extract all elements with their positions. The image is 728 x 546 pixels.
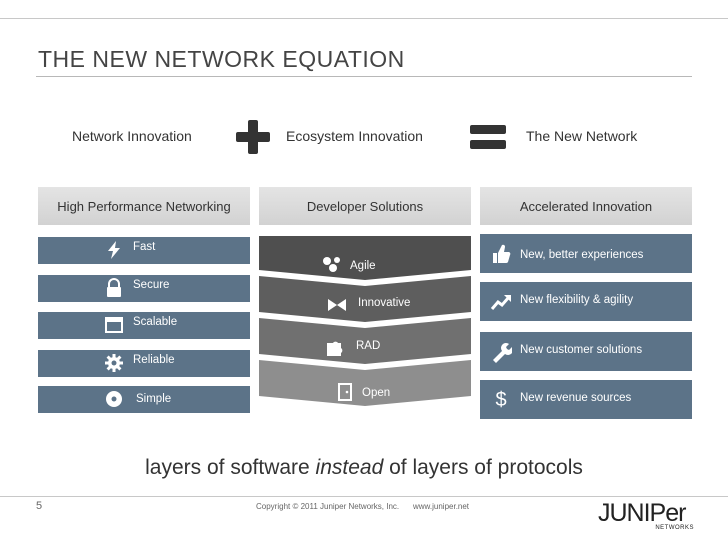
logo-word: JUNIPer xyxy=(598,499,686,527)
right-column-header: Accelerated Innovation xyxy=(480,187,692,225)
equation-right-label: The New Network xyxy=(526,128,638,144)
layer-rad xyxy=(259,318,471,364)
bottom-rule xyxy=(0,496,728,497)
equals-icon xyxy=(470,125,506,151)
bowtie-icon xyxy=(328,299,346,311)
left-item-label: Simple xyxy=(136,393,172,405)
layer-open xyxy=(259,360,471,406)
tagline-emphasis: instead xyxy=(315,456,384,479)
right-item-label: New revenue sources xyxy=(520,392,632,404)
dots-icon xyxy=(323,257,340,272)
right-item-label: New, better experiences xyxy=(520,249,644,261)
trend-up-icon xyxy=(490,295,511,310)
center-column-header: Developer Solutions xyxy=(259,187,471,225)
top-rule xyxy=(0,18,728,19)
left-item-label: Scalable xyxy=(133,316,178,328)
left-item-label: Secure xyxy=(133,279,170,291)
window-icon xyxy=(105,317,123,333)
right-item-revenue: $ New revenue sources xyxy=(480,380,692,419)
left-item-scalable: Scalable xyxy=(38,312,250,339)
tagline: layers of software instead of layers of … xyxy=(0,456,728,480)
right-item-label: New customer solutions xyxy=(520,344,643,356)
right-item-label: New flexibility & agility xyxy=(520,294,634,306)
copyright: Copyright © 2011 Juniper Networks, Inc. xyxy=(256,502,400,511)
layer-agile xyxy=(259,236,471,280)
lightning-icon xyxy=(108,241,120,259)
layer-label-agile: Agile xyxy=(350,260,376,272)
layer-innovative xyxy=(259,276,471,322)
dollar-icon: $ xyxy=(495,389,507,411)
left-item-reliable: Reliable xyxy=(38,350,250,377)
tagline-start: layers of software xyxy=(145,456,316,479)
lock-icon xyxy=(107,278,121,297)
title-rule xyxy=(36,76,692,77)
door-icon xyxy=(338,383,352,401)
left-item-fast: Fast xyxy=(38,237,250,264)
layer-stack xyxy=(259,236,471,406)
left-item-label: Fast xyxy=(133,241,156,253)
gear-icon xyxy=(105,354,123,372)
right-item-flexibility: New flexibility & agility xyxy=(480,282,692,321)
layer-label-open: Open xyxy=(362,387,391,399)
logo-sub: NETWORKS xyxy=(655,525,694,531)
equation-left-label: Network Innovation xyxy=(72,128,192,144)
thumbs-up-icon xyxy=(493,244,511,264)
left-column-header: High Performance Networking xyxy=(38,187,250,225)
left-item-simple: Simple xyxy=(38,386,250,413)
juniper-logo: JUNIPer NETWORKS xyxy=(598,499,694,531)
right-item-experiences: New, better experiences xyxy=(480,234,692,273)
puzzle-icon xyxy=(327,341,343,356)
layer-label-innovative: Innovative xyxy=(358,297,411,309)
left-item-label: Reliable xyxy=(133,354,175,366)
wrench-icon xyxy=(493,343,512,363)
layer-label-rad: RAD xyxy=(356,340,381,352)
right-item-customer: New customer solutions xyxy=(480,332,692,371)
tagline-end: of layers of protocols xyxy=(383,456,583,479)
slide-title: THE NEW NETWORK EQUATION xyxy=(38,46,405,72)
website: www.juniper.net xyxy=(413,502,470,511)
plus-icon xyxy=(236,120,270,154)
page-number: 5 xyxy=(36,500,43,512)
equation-middle-label: Ecosystem Innovation xyxy=(286,128,423,144)
left-item-secure: Secure xyxy=(38,275,250,302)
disc-icon xyxy=(106,391,122,407)
